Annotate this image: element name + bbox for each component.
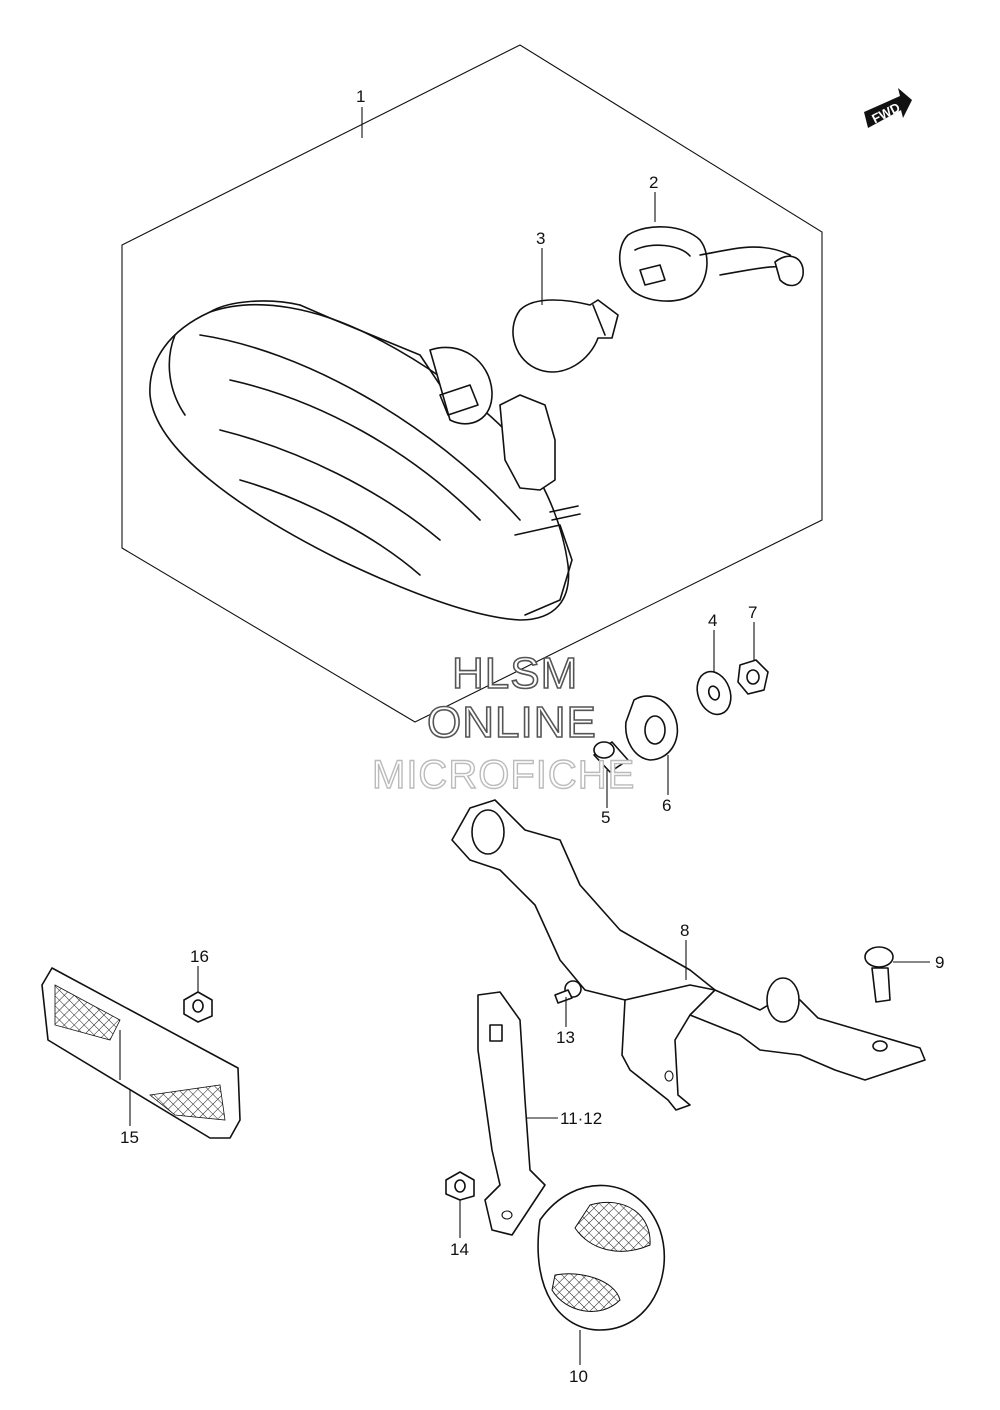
callout-6: 6 — [662, 796, 671, 815]
watermark-line1: HLSM — [452, 649, 578, 698]
round-reflector — [537, 1184, 665, 1331]
callout-16: 16 — [190, 947, 209, 966]
nut-16 — [183, 991, 213, 1023]
watermark: HLSM ONLINE MICROFICHE — [371, 648, 635, 798]
callout-13: 13 — [556, 1028, 575, 1047]
callout-11-12: 11·12 — [560, 1109, 602, 1128]
bolt-9 — [864, 946, 894, 1003]
callout-9: 9 — [935, 953, 944, 972]
callout-1: 1 — [356, 87, 365, 106]
washer — [696, 670, 732, 716]
lamp-bracket — [451, 799, 926, 1111]
fwd-arrow-icon: FWD — [864, 88, 912, 128]
grommet — [625, 695, 679, 761]
callouts: 1 2 3 4 5 6 7 8 9 10 11·12 13 14 15 16 — [120, 87, 944, 1386]
callout-4: 4 — [708, 611, 717, 630]
nut-14 — [445, 1171, 475, 1201]
callout-14: 14 — [450, 1240, 469, 1259]
fwd-label: FWD — [869, 100, 902, 127]
tail-lamp-assembly — [149, 300, 581, 621]
bulb-socket — [618, 226, 804, 302]
watermark-line3: MICROFICHE — [372, 753, 635, 797]
callout-15: 15 — [120, 1128, 139, 1147]
callout-3: 3 — [536, 229, 545, 248]
nut-7 — [737, 659, 769, 695]
bulb — [512, 299, 619, 373]
screw-13 — [554, 980, 582, 1004]
callout-5: 5 — [601, 808, 610, 827]
collar — [593, 741, 629, 773]
reflector-stay — [477, 991, 546, 1236]
rect-reflector — [41, 967, 241, 1139]
callout-8: 8 — [680, 921, 689, 940]
watermark-line2: ONLINE — [427, 698, 597, 747]
assembly-outline — [121, 44, 823, 723]
leader-lines — [119, 107, 930, 1365]
callout-2: 2 — [649, 173, 658, 192]
callout-7: 7 — [748, 603, 757, 622]
callout-10: 10 — [569, 1367, 588, 1386]
